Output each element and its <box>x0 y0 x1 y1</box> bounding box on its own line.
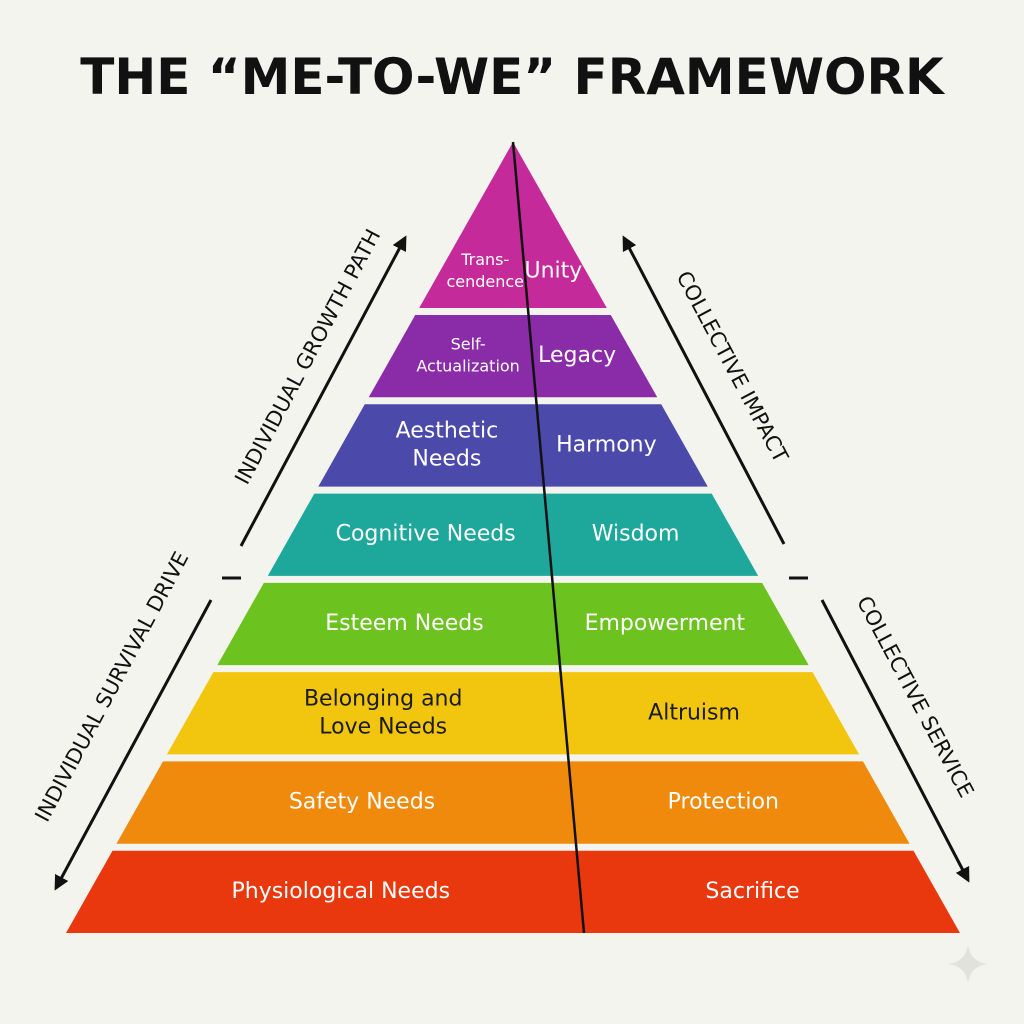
tier-band <box>217 582 809 666</box>
tier-band <box>166 672 860 755</box>
tier-label-right: Sacrifice <box>705 879 799 904</box>
tier-label-left: Physiological Needs <box>231 879 450 904</box>
tier-band <box>419 142 607 308</box>
tier-label-left: cendence <box>446 272 524 291</box>
tier-band <box>116 761 910 844</box>
tier-label-left: Love Needs <box>319 714 447 739</box>
tier-label-right: Protection <box>668 790 779 815</box>
tier-label-right: Legacy <box>538 343 616 368</box>
tier-label-left: Safety Needs <box>289 790 435 815</box>
tier-label-left: Trans- <box>460 250 509 269</box>
tier-band <box>368 315 658 398</box>
tier-label-right: Altruism <box>648 700 740 725</box>
collective-service-arrow <box>820 599 970 883</box>
sparkle-icon <box>948 944 988 984</box>
tier-label-left: Cognitive Needs <box>336 522 516 547</box>
survival-drive-arrow <box>54 599 213 891</box>
tier-band <box>267 493 759 576</box>
tier-label-right: Unity <box>524 258 582 283</box>
tier-label-left: Self- <box>451 335 486 354</box>
tier-label-left: Needs <box>412 446 481 471</box>
tier-band <box>66 850 960 933</box>
pyramid-tiers <box>66 142 960 933</box>
tier-label-left: Actualization <box>416 357 519 376</box>
tier-label-right: Wisdom <box>592 522 680 547</box>
collective-impact-arrow <box>622 235 786 545</box>
page-title: THE “ME-TO-WE” FRAMEWORK <box>80 48 944 106</box>
tier-label-left: Belonging and <box>304 686 463 711</box>
center-divider-line <box>511 141 586 934</box>
tier-band <box>318 404 708 487</box>
tier-label-right: Harmony <box>556 432 657 457</box>
tier-label-left: Aesthetic <box>396 418 499 443</box>
growth-path-arrow <box>239 235 407 547</box>
tier-label-left: Esteem Needs <box>325 611 483 636</box>
tier-label-right: Empowerment <box>585 611 746 636</box>
